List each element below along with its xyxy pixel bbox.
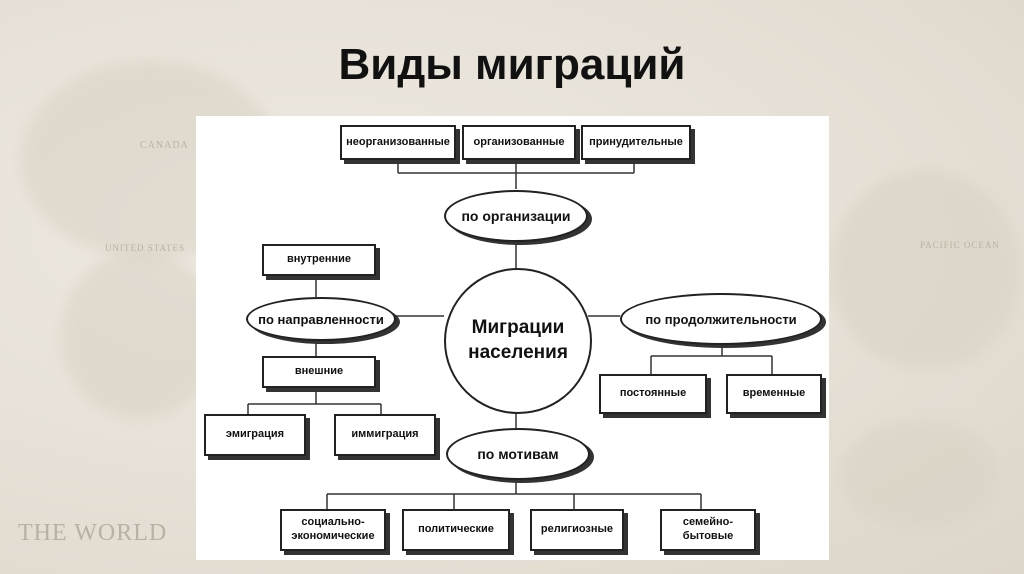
ellipse-by-organization: по организации — [444, 190, 588, 242]
box-religious: религиозные — [530, 509, 624, 551]
box-political: политические — [402, 509, 510, 551]
map-label-united-states: UNITED STATES — [105, 243, 186, 253]
box-immigration: иммиграция — [334, 414, 436, 456]
box-internal: внутренние — [262, 244, 376, 276]
map-label-the-world: THE WORLD — [18, 520, 168, 546]
box-organized: организованные — [462, 125, 576, 160]
box-family-domestic: семейно-бытовые — [660, 509, 756, 551]
box-socio-economic: социально-экономические — [280, 509, 386, 551]
diagram-canvas: неорганизованные организованные принудит… — [196, 116, 829, 560]
box-permanent: постоянные — [599, 374, 707, 414]
map-background-shape — [840, 420, 1000, 530]
center-label: Миграции населения — [468, 317, 568, 363]
map-background-shape — [60, 250, 220, 420]
center-population-migration: Миграции населения — [444, 268, 592, 414]
connector-lines — [247, 159, 773, 509]
ellipse-by-duration: по продолжительности — [620, 293, 822, 345]
box-emigration: эмиграция — [204, 414, 306, 456]
ellipse-by-direction: по направленности — [246, 297, 396, 341]
page-title: Виды миграций — [338, 40, 686, 89]
box-forced: принудительные — [581, 125, 691, 160]
map-label-pacific-ocean: PACIFIC OCEAN — [920, 240, 1000, 250]
box-external: внешние — [262, 356, 376, 388]
box-unorganized: неорганизованные — [340, 125, 456, 160]
map-label-canada: CANADA — [140, 140, 189, 151]
box-temporary: временные — [726, 374, 822, 414]
map-background-shape — [830, 170, 1020, 370]
ellipse-by-motives: по мотивам — [446, 428, 590, 480]
